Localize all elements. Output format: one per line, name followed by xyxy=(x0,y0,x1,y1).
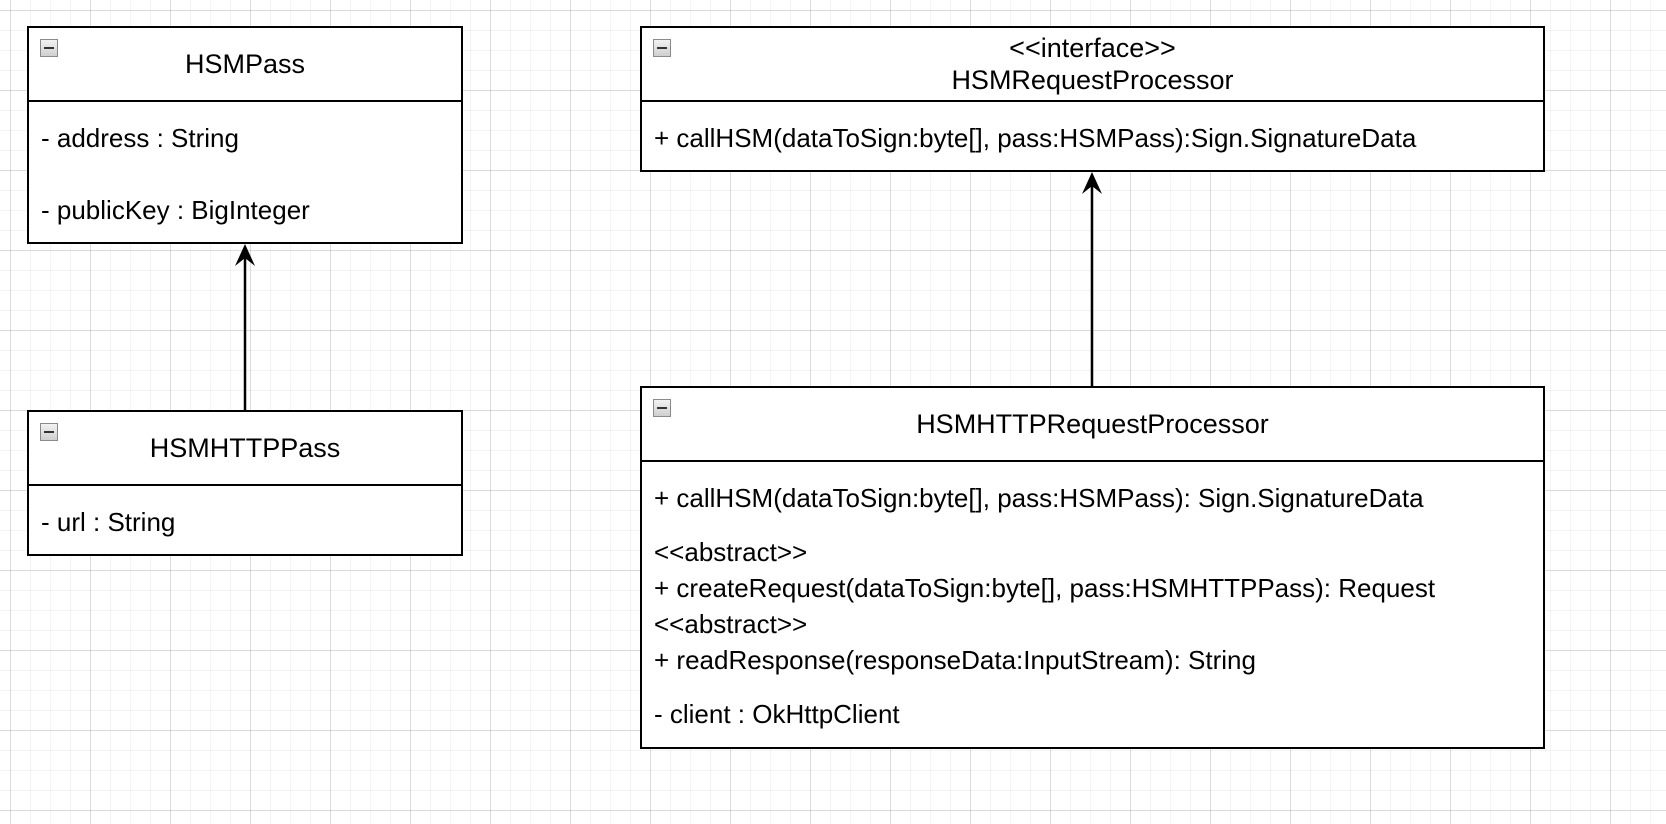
class-header: HSMHTTPPass xyxy=(29,412,461,486)
attribute-client: - client : OkHttpClient xyxy=(654,699,900,729)
class-header: HSMPass xyxy=(29,28,461,102)
method-callhsm: + callHSM(dataToSign:byte[], pass:HSMPas… xyxy=(654,483,1424,513)
realization-arrow[interactable] xyxy=(1082,172,1102,386)
class-hsmpass[interactable]: HSMPass - address : String - publicKey :… xyxy=(27,26,463,244)
class-attributes: - address : String - publicKey : BigInte… xyxy=(29,102,461,226)
collapse-icon[interactable] xyxy=(40,39,58,57)
class-name: HSMPass xyxy=(184,49,306,79)
collapse-icon[interactable] xyxy=(653,399,671,417)
class-hsmrequestprocessor[interactable]: <<interface>> HSMRequestProcessor + call… xyxy=(640,26,1545,172)
method-stereotype: <<abstract>> xyxy=(654,537,808,567)
class-methods: + callHSM(dataToSign:byte[], pass:HSMPas… xyxy=(642,102,1543,154)
collapse-icon[interactable] xyxy=(653,39,671,57)
class-header: <<interface>> HSMRequestProcessor xyxy=(642,28,1543,102)
class-members: + callHSM(dataToSign:byte[], pass:HSMPas… xyxy=(642,462,1543,730)
method-createrequest: + createRequest(dataToSign:byte[], pass:… xyxy=(654,573,1436,603)
method-readresponse: + readResponse(responseData:InputStream)… xyxy=(654,645,1256,675)
class-attributes: - url : String xyxy=(29,486,461,538)
class-name: HSMHTTPRequestProcessor xyxy=(916,409,1269,439)
class-header: HSMHTTPRequestProcessor xyxy=(642,388,1543,462)
attribute-address: - address : String xyxy=(41,123,239,153)
collapse-icon[interactable] xyxy=(40,423,58,441)
generalization-arrow[interactable] xyxy=(235,244,255,410)
method-stereotype: <<abstract>> xyxy=(654,609,808,639)
attribute-publickey: - publicKey : BigInteger xyxy=(41,195,310,225)
class-stereotype: <<interface>> xyxy=(1009,33,1176,63)
attribute-url: - url : String xyxy=(41,507,176,537)
class-hsmhttprequestprocessor[interactable]: HSMHTTPRequestProcessor + callHSM(dataTo… xyxy=(640,386,1545,749)
method-callhsm: + callHSM(dataToSign:byte[], pass:HSMPas… xyxy=(654,123,1417,153)
class-name: HSMRequestProcessor xyxy=(951,65,1234,95)
class-hsmhttppass[interactable]: HSMHTTPPass - url : String xyxy=(27,410,463,556)
class-name: HSMHTTPPass xyxy=(149,433,341,463)
